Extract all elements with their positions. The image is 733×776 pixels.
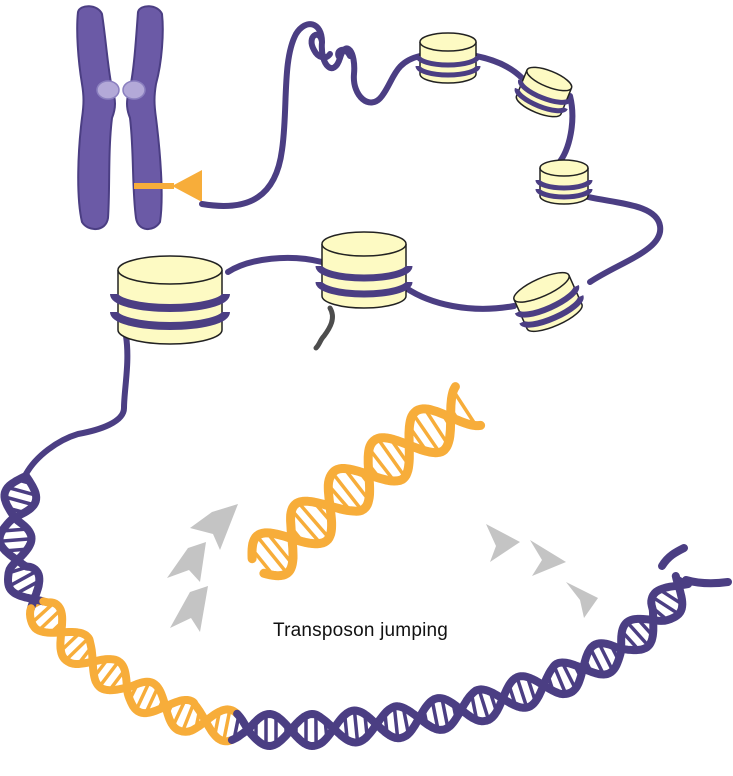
chevron-arrow-icon	[170, 586, 208, 632]
chevron-arrow-icon	[190, 504, 238, 550]
nucleosome	[110, 255, 230, 345]
base-pair-rung	[651, 595, 680, 616]
base-pair-rung	[331, 471, 364, 512]
fiber-to-dna	[23, 333, 131, 477]
fiber-segment-3	[569, 189, 664, 285]
fiber-from-chromosome	[199, 21, 423, 209]
base-pair-rung	[625, 620, 650, 648]
base-pair-rung	[134, 681, 151, 711]
centromere-left	[96, 80, 120, 100]
chromosomal-dna-helix	[0, 472, 693, 750]
base-pair-rung	[560, 661, 577, 690]
base-pair-rung	[37, 608, 62, 632]
dna-helices	[0, 382, 732, 750]
base-pair-rung	[290, 508, 322, 545]
transposon-caption: Transposon jumping	[273, 620, 449, 641]
chevron-arrow-icon	[167, 542, 206, 582]
chromatin-fiber	[23, 21, 664, 477]
dna-strand-ends	[658, 544, 732, 588]
dna-backbone-strand	[26, 604, 242, 736]
dna-backbone-strand	[0, 472, 48, 606]
fiber-coil	[308, 31, 353, 61]
base-pair-rung	[7, 485, 37, 497]
base-pair-rung	[8, 569, 38, 588]
base-pair-rung	[440, 697, 450, 729]
base-pair-rung	[97, 660, 121, 688]
dna-backbone-strand	[39, 597, 236, 746]
base-pair-rung	[0, 536, 32, 544]
base-pair-rung	[171, 699, 187, 727]
base-pair-rung	[411, 413, 441, 454]
dna-backbone-strand	[259, 382, 460, 581]
base-pair-rung	[423, 407, 450, 446]
base-pair-rung	[221, 709, 232, 742]
base-pair-rung	[376, 437, 407, 478]
centromere-right	[122, 80, 146, 100]
base-pair-rung	[588, 647, 606, 676]
gene-band	[134, 183, 174, 189]
base-pair-rung	[4, 495, 35, 507]
chevron-arrow-icon	[530, 540, 566, 576]
nucleosome	[315, 231, 413, 309]
histone-tail	[313, 305, 335, 351]
fiber-segment-5	[225, 254, 325, 275]
chevron-arrow-icon	[486, 524, 520, 562]
base-pair-rung	[265, 531, 294, 565]
chromatid-left	[76, 5, 116, 230]
chromatid-right	[126, 5, 164, 230]
base-pair-rung	[515, 676, 529, 709]
base-pair-rung	[552, 665, 568, 695]
base-pair-rung	[430, 700, 440, 730]
base-pair-rung	[392, 706, 400, 739]
jumping-transposon-helix	[247, 382, 486, 581]
fiber-segment-4	[403, 285, 517, 312]
dna-backbone-strand	[0, 472, 44, 613]
base-pair-rung	[343, 467, 371, 502]
nucleosome	[415, 32, 481, 84]
base-pair-rung	[352, 710, 360, 743]
triangle-marker-icon	[172, 170, 202, 202]
chevron-arrow-icon	[566, 582, 598, 618]
chromosome	[76, 5, 202, 230]
nucleosome	[535, 159, 593, 205]
jump-arrows	[167, 504, 598, 632]
base-pair-rung	[477, 689, 491, 721]
base-pair-rung	[255, 534, 289, 575]
base-pair-rung	[64, 636, 90, 662]
nucleosome	[513, 271, 584, 333]
dna-backbone-strand	[233, 572, 687, 750]
base-pair-rung	[367, 447, 396, 483]
dna-backbone-strand	[227, 580, 693, 750]
base-pair-rung	[297, 501, 331, 540]
base-pair-rung	[451, 389, 478, 427]
base-pair-rung	[180, 702, 196, 733]
base-pair-rung	[597, 642, 615, 672]
nucleosome	[514, 66, 573, 118]
fiber-segment-1	[473, 53, 525, 81]
